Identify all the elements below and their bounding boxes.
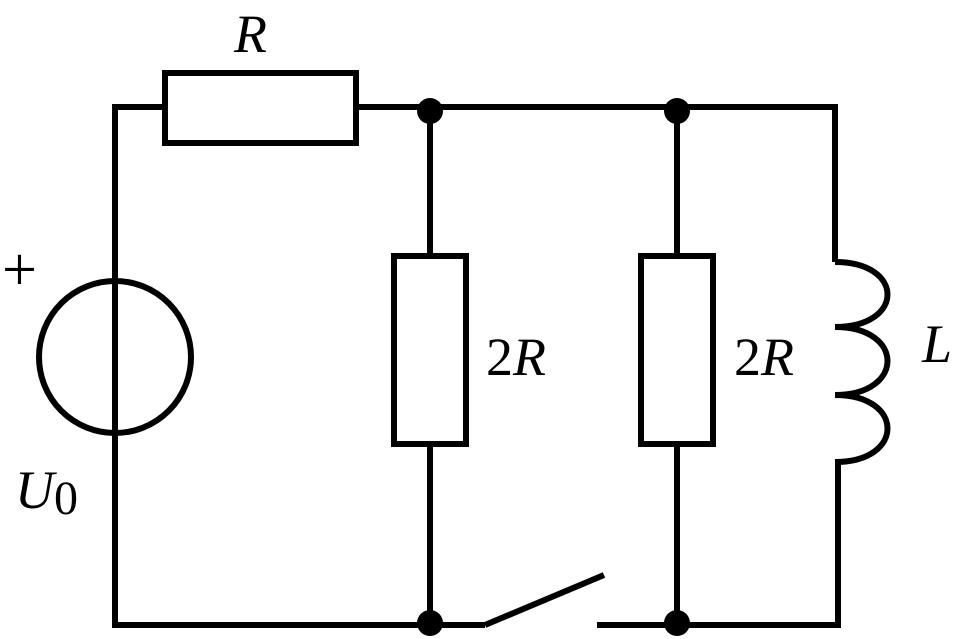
label-branch1-sym: R [512,327,546,387]
label-branch2-sym: R [760,327,794,387]
label-source: U0 [15,460,78,525]
junction-bottom-2 [664,610,690,636]
label-source-plus: + [2,236,37,304]
inductor-icon [834,259,891,465]
switch-icon [483,572,606,628]
label-inductor: L [921,314,952,374]
resistor-series [162,70,359,146]
label-series-resistor: R [233,4,267,64]
resistor-branch1 [391,253,469,447]
label-source-subscript: 0 [54,472,78,525]
label-branch1-resistor: 2R [486,327,546,387]
label-branch2-coef: 2 [734,327,761,387]
wire-top [356,104,838,262]
wire-bottom-right [597,462,841,628]
label-source-symbol: U [15,460,57,520]
label-branch1-coef: 2 [486,327,513,387]
junction-top-1 [417,98,443,124]
junction-top-2 [664,98,690,124]
wire-left [112,104,165,625]
resistor-branch2 [638,253,716,447]
junction-bottom-1 [417,610,443,636]
label-branch2-resistor: 2R [734,327,794,387]
voltage-source-icon [36,278,194,436]
